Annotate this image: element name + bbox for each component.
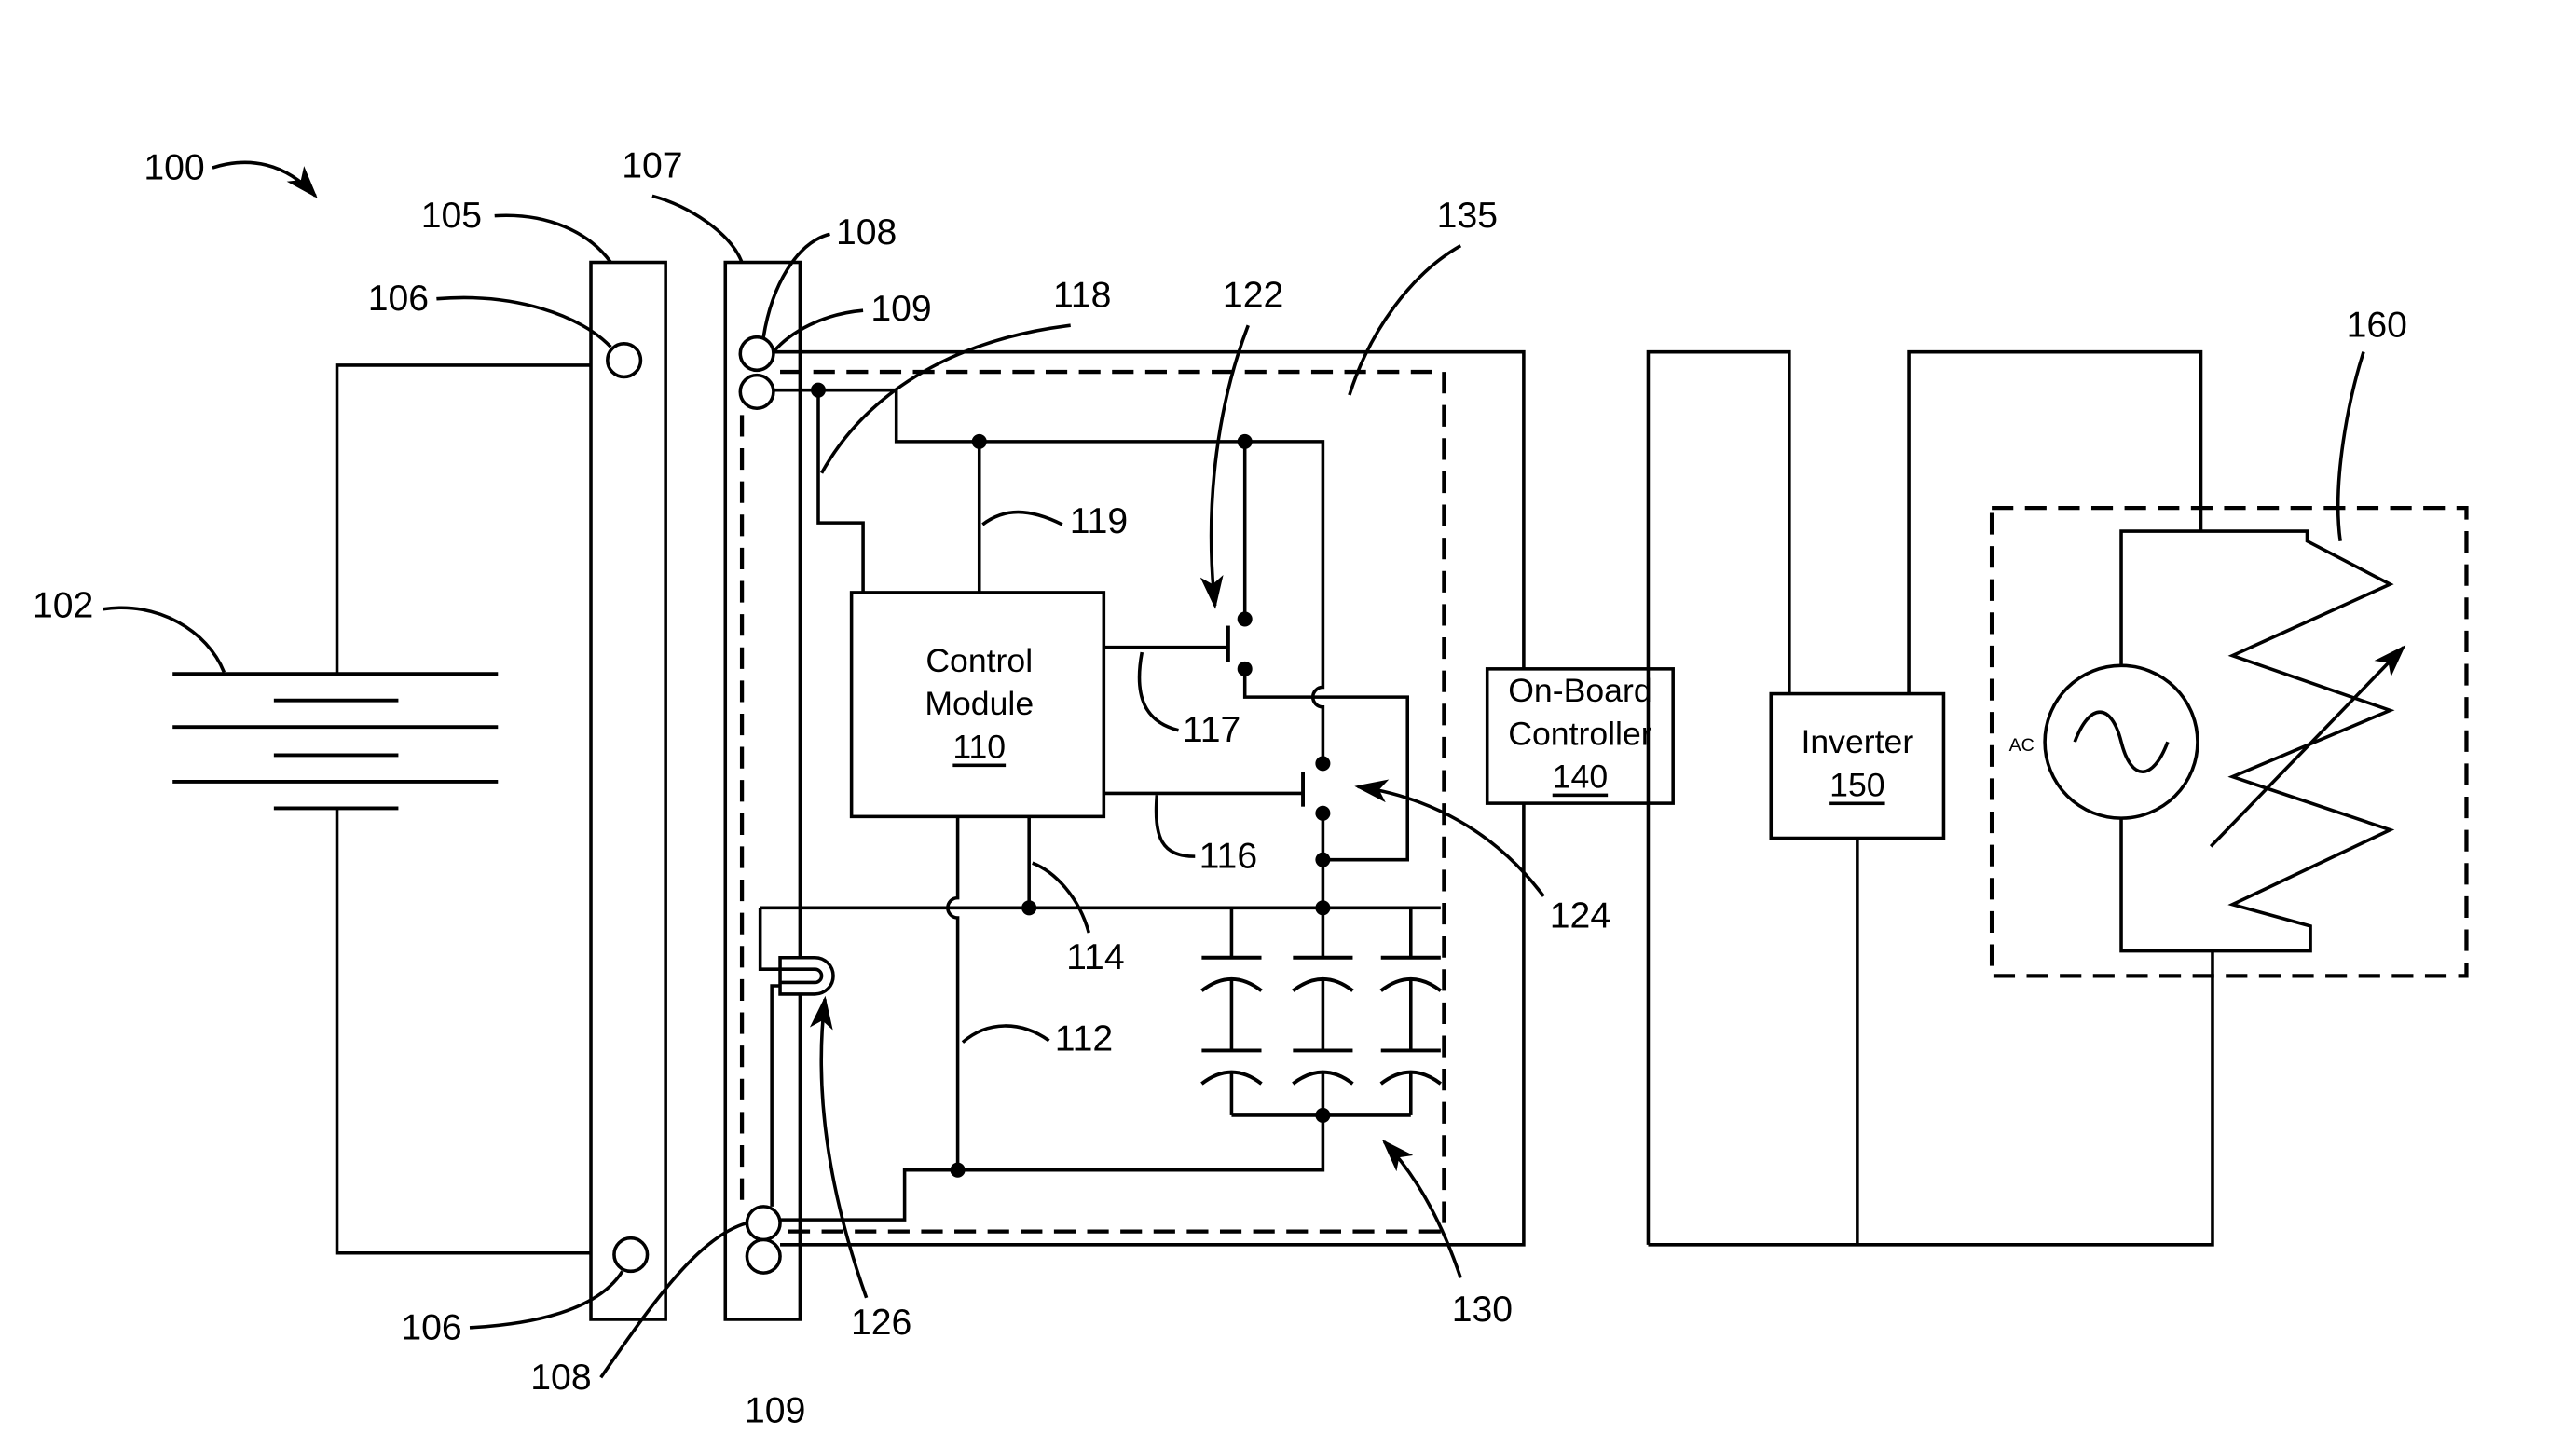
conductor-118	[818, 390, 863, 593]
battery-top-wire	[337, 365, 608, 674]
control-module-ref: 110	[952, 729, 1006, 766]
label-102: 102	[33, 586, 93, 626]
battery	[172, 365, 614, 1253]
connector-bar-105	[591, 263, 665, 1319]
leader-lines	[103, 162, 2364, 1377]
terminal-106-bottom	[614, 1238, 648, 1272]
switch-124-contact-top	[1315, 756, 1330, 771]
leader-114	[1033, 863, 1089, 933]
junction-dot-122	[1238, 434, 1253, 449]
terminal-circle-bottom-lower	[747, 1239, 780, 1273]
label-105: 105	[421, 196, 482, 236]
on-board-controller-line2: Controller	[1508, 715, 1652, 752]
negative-return-wire	[780, 1115, 1322, 1220]
connector-bar-107	[725, 263, 800, 1319]
leader-105	[495, 215, 611, 262]
inverter-ac-top-wire	[1909, 352, 2200, 694]
control-module-title-line2: Module	[925, 685, 1034, 722]
capacitor-branch-1	[1201, 908, 1261, 1115]
label-109-bottom: 109	[745, 1390, 805, 1430]
arrow-126	[821, 999, 866, 1298]
control-module-title-line1: Control	[925, 642, 1033, 679]
inverter-title: Inverter	[1801, 723, 1913, 760]
reference-labels: 100 107 105 108 109 106 118 122 135 160 …	[33, 146, 2407, 1431]
on-board-controller-line1: On-Board	[1508, 672, 1651, 709]
variable-resistor-arrow	[2211, 648, 2404, 847]
junction-dot-118	[811, 383, 826, 398]
terminal-circle-bottom-upper	[747, 1207, 780, 1240]
conductor-112	[948, 816, 958, 1169]
label-117: 117	[1183, 710, 1240, 750]
label-106-top: 106	[368, 279, 429, 319]
label-126: 126	[851, 1303, 911, 1343]
ground-return-wire	[1648, 951, 2213, 1245]
label-160: 160	[2347, 306, 2407, 346]
junction-dot-switch-return	[1315, 853, 1330, 867]
leader-117	[1140, 652, 1179, 731]
label-112: 112	[1055, 1019, 1113, 1059]
fuse-outer-loop	[780, 958, 833, 994]
terminal-circle-top-lower	[740, 376, 774, 409]
arrow-100	[212, 162, 315, 196]
terminal-106-top	[608, 344, 641, 377]
label-108-bottom: 108	[530, 1358, 591, 1398]
junction-dot-119	[972, 434, 987, 449]
arrow-122	[1212, 325, 1249, 606]
label-100: 100	[144, 148, 204, 188]
battery-bottom-wire	[337, 808, 614, 1252]
switch-122-contact-top	[1238, 611, 1253, 626]
label-108-top: 108	[836, 212, 897, 253]
label-118: 118	[1053, 276, 1111, 316]
leader-118	[822, 325, 1071, 473]
leader-102	[103, 608, 224, 672]
label-107: 107	[622, 146, 682, 186]
leader-119	[982, 512, 1062, 525]
inverter-ref: 150	[1829, 767, 1884, 804]
label-124: 124	[1550, 896, 1610, 936]
on-board-controller-ref: 140	[1553, 758, 1608, 796]
label-109-top: 109	[870, 289, 931, 329]
label-106-bottom: 106	[401, 1307, 461, 1347]
leader-106-top	[436, 297, 610, 347]
label-122: 122	[1223, 276, 1283, 316]
capacitor-branch-2	[1293, 908, 1352, 1115]
label-119: 119	[1070, 501, 1128, 541]
terminal-circle-top-upper	[740, 337, 774, 371]
label-130: 130	[1452, 1290, 1513, 1330]
label-135: 135	[1437, 196, 1498, 236]
leader-107	[652, 196, 742, 262]
switch-122	[1103, 611, 1407, 859]
label-114: 114	[1066, 937, 1124, 977]
arrow-130	[1384, 1141, 1460, 1277]
leader-160	[2338, 352, 2364, 541]
leader-116	[1157, 795, 1196, 856]
leader-112	[963, 1026, 1049, 1043]
capacitor-branch-3	[1381, 908, 1441, 1115]
ac-source-label: AC	[2009, 735, 2035, 756]
label-116: 116	[1199, 837, 1257, 877]
